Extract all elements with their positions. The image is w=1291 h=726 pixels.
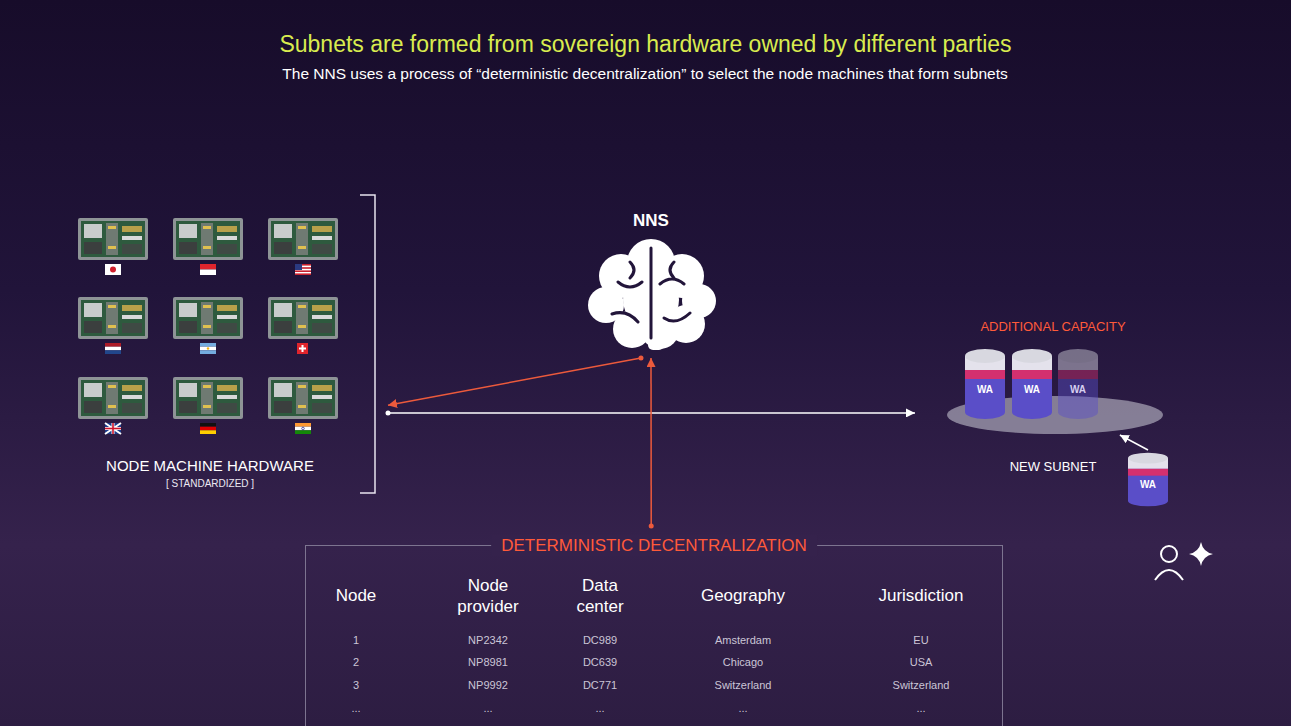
table-cell: 3 [353, 679, 359, 693]
connector-arrow [388, 358, 641, 405]
app-cylinder: WA [965, 348, 1005, 420]
table-cell: ... [483, 702, 492, 716]
table-cell: Jurisdiction [878, 585, 963, 606]
node-label: NODE MACHINE HARDWARE [70, 457, 350, 476]
table-cell: ... [916, 702, 925, 716]
connector-dot [386, 411, 391, 416]
user-icon [1155, 542, 1213, 580]
table-cell: DC989 [583, 634, 617, 648]
table-cell: NP2342 [468, 634, 508, 648]
table-box: DETERMINISTIC DECENTRALIZATION [305, 532, 1003, 726]
connector-dot [638, 356, 643, 361]
server-boards [78, 218, 338, 419]
node-label: DETERMINISTIC DECENTRALIZATION [491, 535, 817, 556]
table-cell: Chicago [723, 656, 763, 670]
node-label: WA [1128, 479, 1168, 492]
connector-dot [649, 524, 654, 529]
brain-icon [588, 239, 716, 350]
connector-arrow [650, 358, 652, 526]
node-sublabel: [ STANDARDIZED ] [70, 478, 350, 491]
table-cell: USA [910, 656, 933, 670]
group-bracket [360, 195, 375, 493]
table-cell: Data center [560, 575, 640, 618]
table-cell: NP8981 [468, 656, 508, 670]
slide-title: Subnets are formed from sovereign hardwa… [0, 30, 1291, 59]
table-cell: 1 [353, 634, 359, 648]
subnet-platform: ADDITIONAL CAPACITYNEW SUBNETWAWAWA [915, 340, 1167, 435]
hardware-group: NODE MACHINE HARDWARE [ STANDARDIZED ] [70, 195, 388, 500]
table-cell: DC771 [583, 679, 617, 693]
table-cell: ... [738, 702, 747, 716]
node-label: NNS [590, 210, 712, 231]
app-cylinder: WA [1012, 348, 1052, 420]
table-cell: Node provider [448, 575, 528, 618]
nns-node: NNS [590, 210, 712, 358]
subtitle: The NNS uses a process of “deterministic… [282, 64, 1007, 83]
table-cell: Switzerland [715, 679, 772, 693]
app-cylinder: WA [1128, 452, 1168, 507]
table-outline [305, 545, 1003, 726]
connector-arrow [1120, 435, 1148, 450]
node-label: ADDITIONAL CAPACITY [943, 319, 1163, 335]
table-cell: ... [351, 702, 360, 716]
table-cell: EU [913, 634, 928, 648]
table-cell: DC639 [583, 656, 617, 670]
table-cell: 2 [353, 656, 359, 670]
table-cell: Geography [701, 585, 785, 606]
table-cell: NP9992 [468, 679, 508, 693]
table-cell: Amsterdam [715, 634, 771, 648]
node-label: WA [1058, 384, 1098, 397]
table-cell: Switzerland [893, 679, 950, 693]
table-cell: ... [595, 702, 604, 716]
table-cell: Node [336, 585, 377, 606]
country-flags [105, 264, 311, 434]
node-label: WA [1012, 384, 1052, 397]
node-label: WA [965, 384, 1005, 397]
app-cylinder: WA [1058, 348, 1098, 420]
